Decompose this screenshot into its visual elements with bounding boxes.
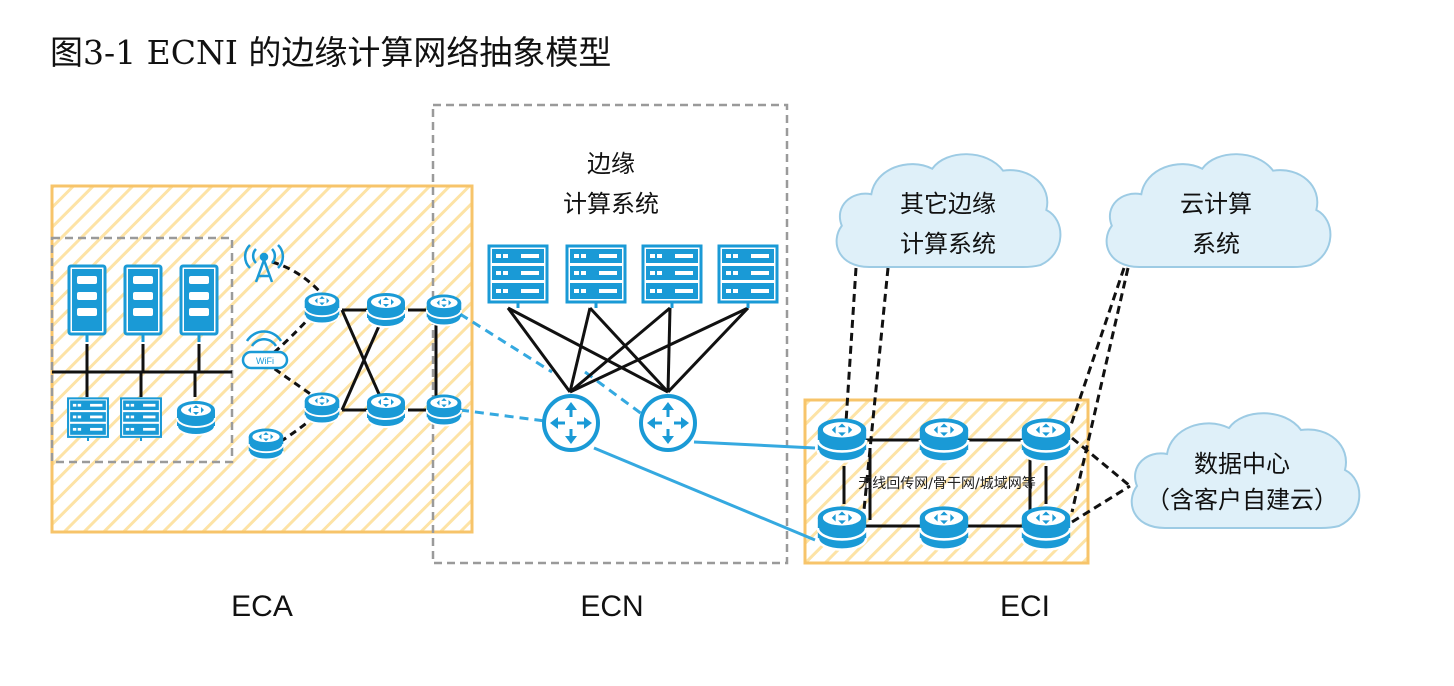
core-router-icon [639, 394, 697, 452]
rack-server-icon [641, 244, 703, 310]
router-icon [918, 505, 970, 551]
eci-cloud-dashed-links [844, 267, 1131, 524]
router-icon [303, 291, 341, 325]
ecn-eci-links [593, 440, 816, 542]
edge-system-label-line2: 计算系统 [563, 190, 659, 218]
ecn-zone [431, 103, 789, 565]
router-icon [1020, 505, 1072, 551]
router-icon [425, 293, 463, 327]
router-icon [176, 400, 216, 436]
router-icon [247, 427, 285, 461]
wifi-label: WiFi [256, 356, 274, 366]
rack-server-icon [565, 244, 627, 310]
rack-server-icon [119, 397, 163, 443]
router-icon [366, 392, 406, 428]
eca-server-cluster-box [50, 236, 234, 464]
data-center-label-line1: 数据中心 [1194, 450, 1290, 478]
rack-server-icon [487, 244, 549, 310]
zone-label-eci: ECI [1000, 590, 1050, 623]
data-center-label-line2: （含客户自建云） [1146, 486, 1338, 514]
other-edge-cloud-label-line1: 其它边缘 [900, 190, 996, 218]
tower-server-icon [123, 264, 163, 344]
tower-server-icon [179, 264, 219, 344]
zone-label-eca: ECA [231, 590, 293, 623]
router-icon [303, 391, 341, 425]
rack-server-icon [717, 244, 779, 310]
eca-ecn-dashed-links [459, 312, 651, 423]
other-edge-cloud-label-line2: 计算系统 [900, 230, 996, 258]
edge-system-label-line1: 边缘 [587, 150, 635, 178]
tower-server-icon [67, 264, 107, 344]
router-icon [918, 417, 970, 463]
eci-mesh-links [842, 438, 1048, 528]
wan-label: 无线回传网/骨干网/城域网等 [858, 475, 1035, 492]
cloud-computing-label-line1: 云计算 [1180, 190, 1252, 218]
eca-bus-lines [52, 344, 232, 397]
cloud-computing-label-line2: 系统 [1192, 230, 1240, 258]
rack-server-icon [66, 397, 110, 443]
zone-label-ecn: ECN [580, 590, 643, 623]
router-icon [1020, 417, 1072, 463]
core-router-icon [542, 394, 600, 452]
router-icon [816, 417, 868, 463]
cell-tower-icon [243, 244, 285, 283]
wifi-router-icon: WiFi [241, 330, 289, 370]
router-icon [816, 505, 868, 551]
ecn-server-links [506, 306, 750, 394]
router-icon [366, 292, 406, 328]
router-icon [425, 393, 463, 427]
figure-title: 图3-1 ECNI 的边缘计算网络抽象模型 [50, 33, 612, 72]
